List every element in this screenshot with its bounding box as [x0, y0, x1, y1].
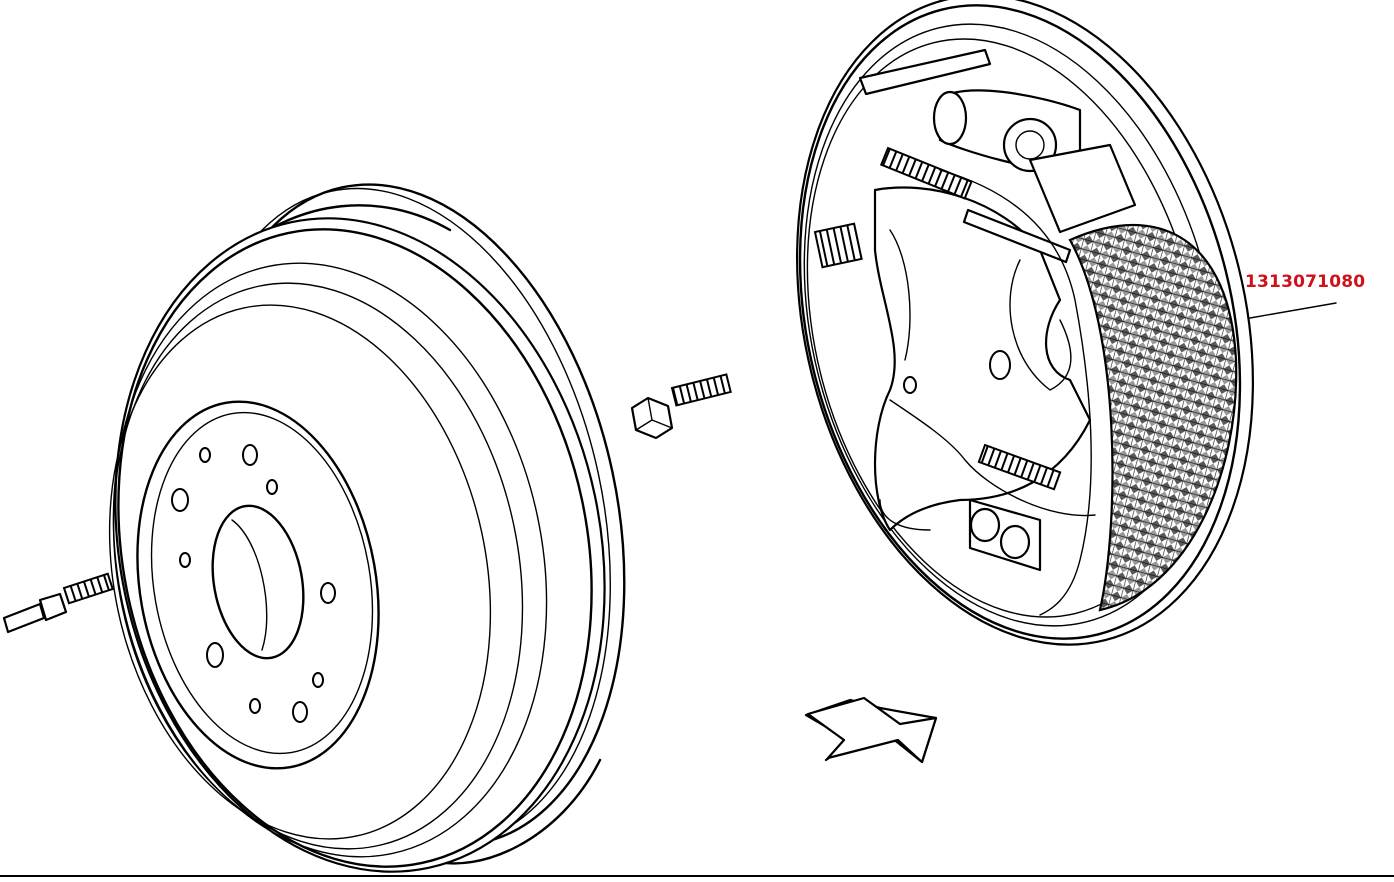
brake-backing-plate [795, 0, 1255, 646]
anchor-block [968, 498, 1042, 572]
direction-arrow [804, 696, 938, 764]
part-leader-line [1249, 302, 1337, 319]
brake-drum [108, 183, 626, 873]
hold-down-spring [813, 222, 863, 269]
part-number-label: 1313071080 [1245, 272, 1366, 292]
lower-return-spring [977, 443, 1062, 491]
brake-shoe-lining [1068, 224, 1238, 612]
upper-return-spring [879, 146, 973, 200]
drum-bolt [630, 373, 732, 440]
wheel-stud [2, 572, 114, 634]
